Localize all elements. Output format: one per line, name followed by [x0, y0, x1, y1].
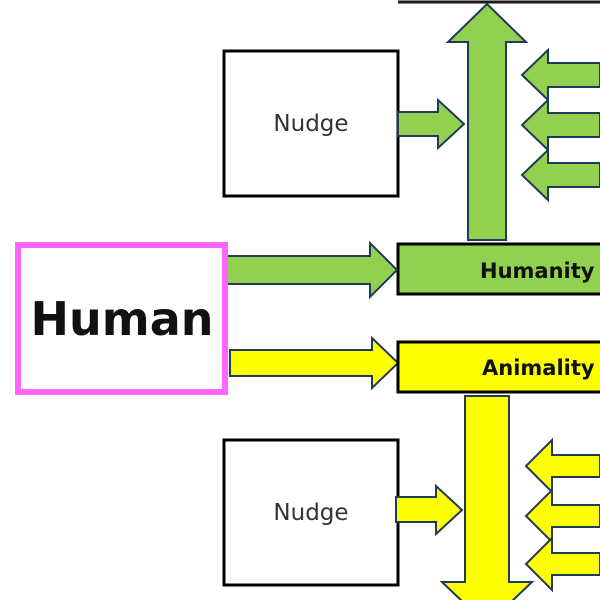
- human-to-humanity-arrow: [226, 240, 399, 300]
- humanity-bar: [396, 242, 600, 296]
- nudge-bottom-box: [222, 438, 400, 587]
- humanity-input-arrow-3: [520, 147, 600, 203]
- animality-input-arrow-1: [524, 437, 600, 495]
- nudge-top-label: Nudge: [273, 111, 348, 137]
- humanity-label: Humanity: [480, 259, 595, 283]
- human-label: Human: [31, 292, 214, 346]
- nudge-bottom-label: Nudge: [273, 500, 348, 526]
- nudge-top-arrow: [397, 97, 466, 151]
- humanity-input-arrow-2: [520, 97, 600, 153]
- animality-down-arrow: [439, 395, 535, 600]
- animality-input-arrow-2: [524, 487, 600, 545]
- humanity-input-arrow-1: [520, 47, 600, 103]
- humanity-up-arrow: [445, 2, 529, 241]
- animality-bar: [396, 340, 600, 394]
- animality-label: Animality: [482, 356, 595, 380]
- nudge-top-box: [222, 49, 400, 198]
- human-box: [15, 242, 228, 395]
- nudge-bottom-arrow: [395, 483, 464, 537]
- human-to-animality-arrow: [229, 335, 400, 391]
- animality-input-arrow-3: [524, 535, 600, 593]
